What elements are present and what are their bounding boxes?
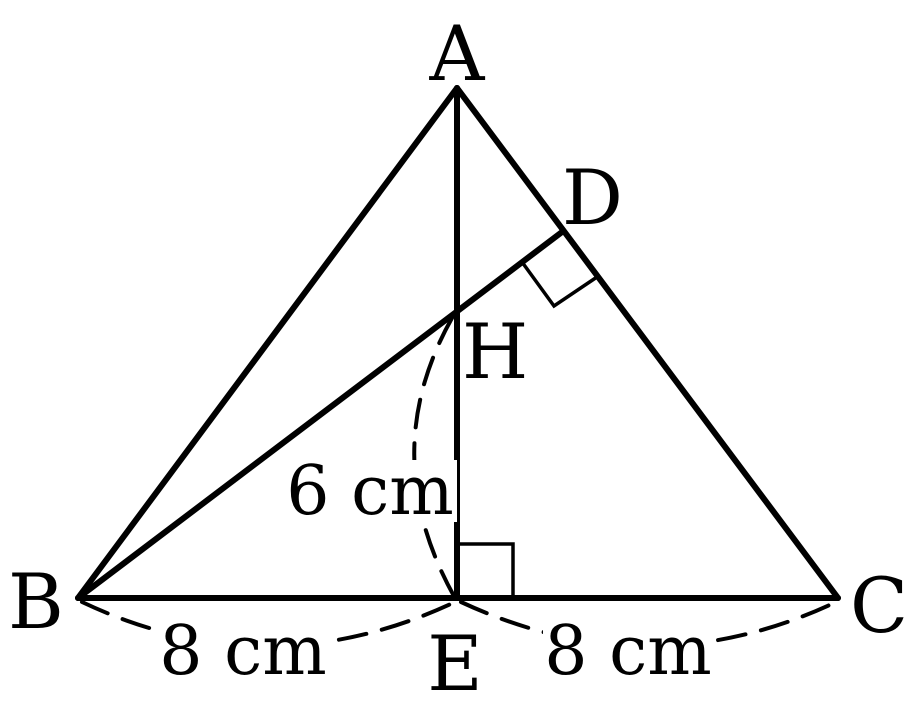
right-angle-marker-e	[457, 542, 515, 598]
altitude-bd	[75, 229, 565, 601]
right-angle-marker-d	[520, 260, 598, 309]
side-ab	[75, 85, 460, 601]
point-label-e: E	[427, 619, 482, 708]
label-backing-be	[158, 612, 328, 678]
measure-label-ec: 8 cm	[544, 612, 711, 691]
point-label-h: H	[462, 307, 528, 396]
point-label-c: C	[850, 561, 908, 650]
point-label-a: A	[429, 9, 486, 98]
dimension-arc-he	[412, 316, 457, 600]
label-backing-ec	[543, 612, 713, 678]
point-label-b: B	[8, 557, 64, 646]
side-ac	[454, 85, 841, 601]
label-backing-he	[285, 460, 457, 522]
measure-label-he: 6 cm	[286, 452, 453, 531]
measure-label-be: 8 cm	[159, 612, 326, 691]
point-label-d: D	[562, 153, 623, 242]
